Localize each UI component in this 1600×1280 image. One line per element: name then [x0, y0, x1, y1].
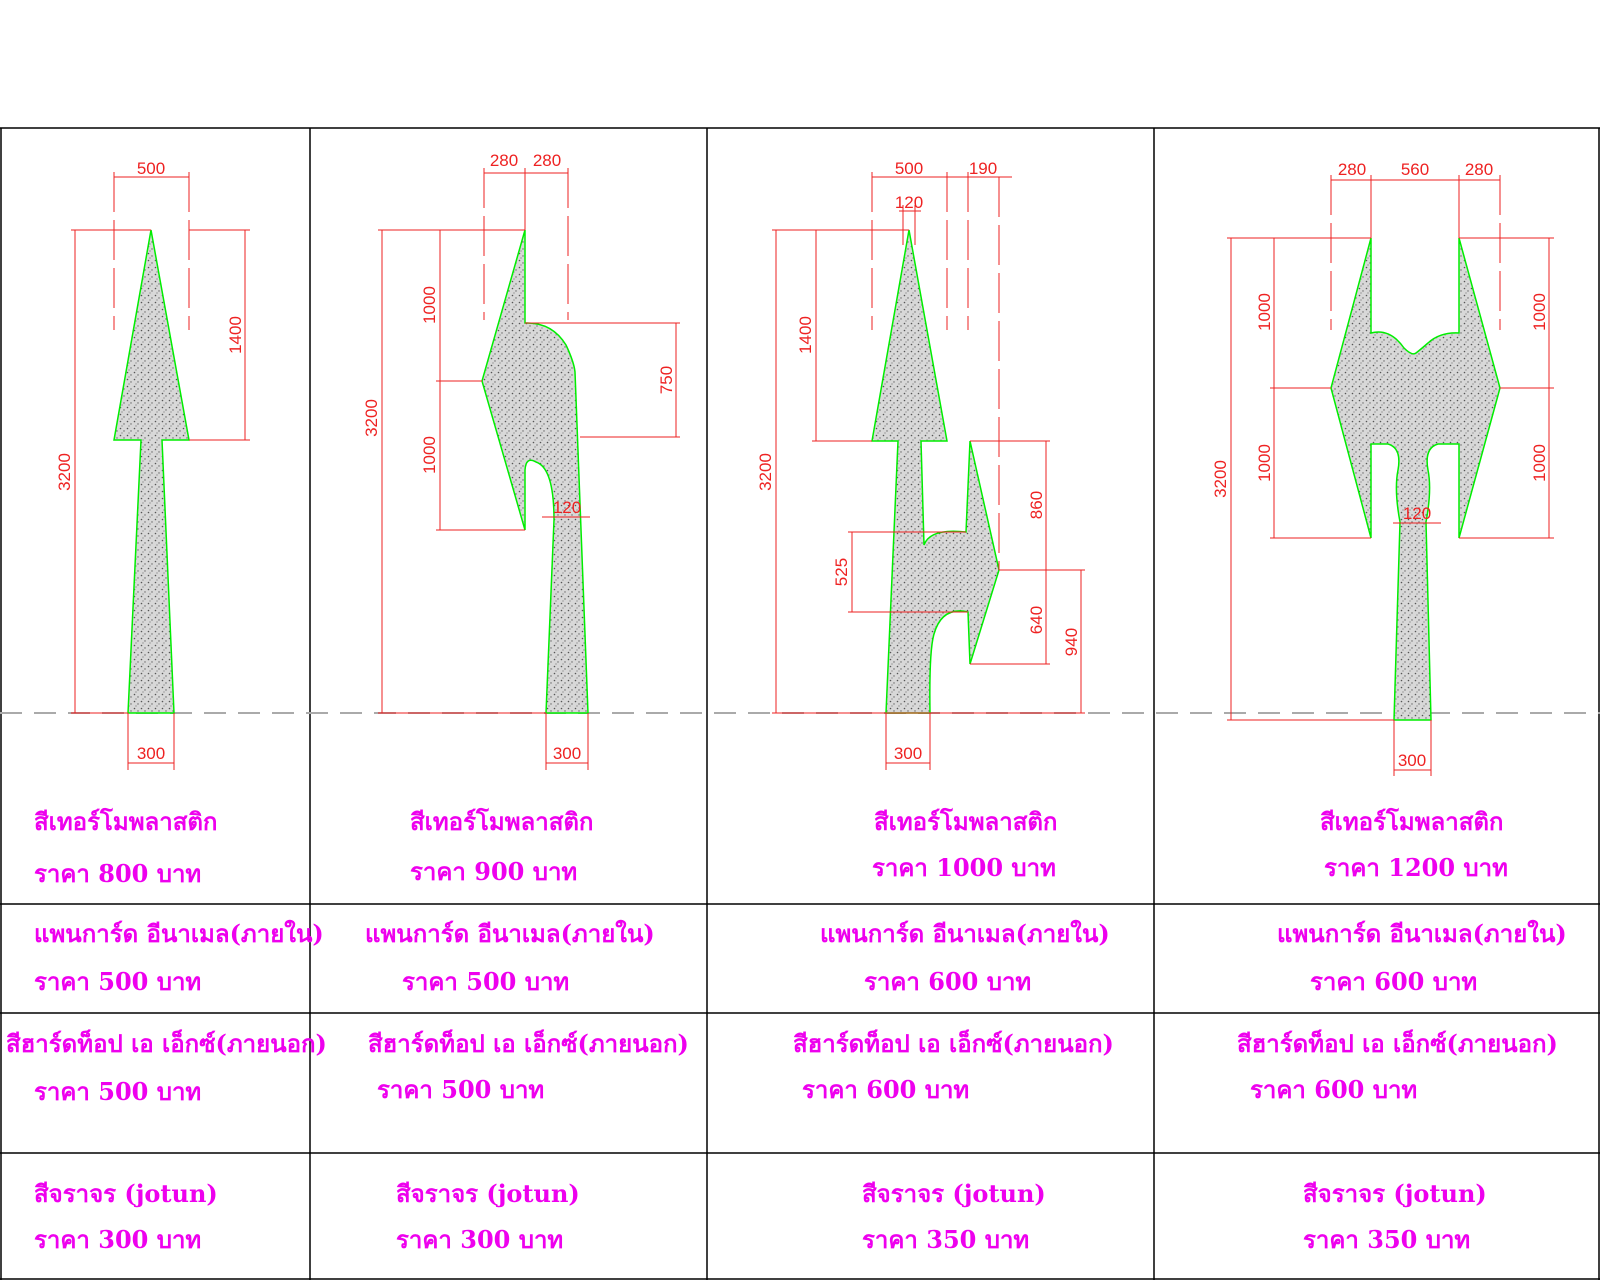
paint-label: สีเทอร์โมพลาสติก	[410, 807, 594, 836]
price-label: ราคา 1000 บาท	[872, 853, 1056, 882]
paint-label: สีจราจร (jotun)	[396, 1179, 580, 1208]
dim-label: 500	[137, 159, 165, 178]
price-label: ราคา 500 บาท	[34, 1077, 202, 1106]
dim-label: 300	[1398, 751, 1426, 770]
paint-label: สีฮาร์ดท็อป เอ เอ็กซ์(ภายนอก)	[1237, 1029, 1558, 1058]
price-label: ราคา 1200 บาท	[1324, 853, 1508, 882]
paint-label: สีเทอร์โมพลาสติก	[1320, 807, 1504, 836]
arrow-shape	[1330, 237, 1501, 721]
dim-label: 1000	[1255, 293, 1274, 331]
price-label: ราคา 300 บาท	[396, 1225, 564, 1254]
dim-label: 3200	[756, 453, 775, 491]
dim-label: 860	[1027, 491, 1046, 519]
dim-label: 940	[1062, 628, 1081, 656]
dim-label: 1000	[1255, 444, 1274, 482]
dim-label: 280	[1465, 160, 1493, 179]
price-label: ราคา 800 บาท	[34, 859, 202, 888]
dim-label: 1000	[420, 436, 439, 474]
price-label: ราคา 350 บาท	[1303, 1225, 1471, 1254]
dim-label: 280	[533, 151, 561, 170]
price-label: ราคา 600 บาท	[802, 1075, 970, 1104]
price-label: ราคา 300 บาท	[34, 1225, 202, 1254]
dim-label: 280	[490, 151, 518, 170]
dim-label: 190	[969, 159, 997, 178]
paint-label: แพนการ์ด อีนาเมล(ภายใน)	[820, 919, 1110, 948]
drawing-straight-arrow: 500 1400 3200 300	[55, 159, 250, 770]
price-label: ราคา 500 บาท	[377, 1075, 545, 1104]
paint-label: แพนการ์ด อีนาเมล(ภายใน)	[34, 919, 324, 948]
dim-label: 120	[1403, 504, 1431, 523]
paint-label: สีจราจร (jotun)	[862, 1179, 1046, 1208]
dim-label: 560	[1401, 160, 1429, 179]
paint-label: สีฮาร์ดท็อป เอ เอ็กซ์(ภายนอก)	[6, 1029, 327, 1058]
paint-label: สีเทอร์โมพลาสติก	[34, 807, 218, 836]
paint-label: สีเทอร์โมพลาสติก	[874, 807, 1058, 836]
dim-label: 640	[1027, 606, 1046, 634]
dim-label: 300	[894, 744, 922, 763]
price-label: ราคา 500 บาท	[402, 967, 570, 996]
dim-label: 300	[553, 744, 581, 763]
drawing-left-right-split-arrow: 280 560 280 1000 1000 1000 1000 3200 120…	[1211, 160, 1554, 776]
price-label: ราคา 600 บาท	[1250, 1075, 1418, 1104]
dim-label: 3200	[362, 399, 381, 437]
dim-label: 1400	[796, 316, 815, 354]
price-label: ราคา 350 บาท	[862, 1225, 1030, 1254]
paint-label: สีจราจร (jotun)	[34, 1179, 218, 1208]
dim-label: 3200	[55, 453, 74, 491]
paint-label: สีจราจร (jotun)	[1303, 1179, 1487, 1208]
dim-label: 1000	[1530, 444, 1549, 482]
dim-label: 500	[895, 159, 923, 178]
dim-label: 525	[832, 558, 851, 586]
dim-label: 1400	[226, 316, 245, 354]
paint-label: แพนการ์ด อีนาเมล(ภายใน)	[365, 919, 655, 948]
price-label: ราคา 900 บาท	[410, 857, 578, 886]
dim-label: 3200	[1211, 460, 1230, 498]
dim-label: 120	[895, 193, 923, 212]
dim-label: 120	[553, 498, 581, 517]
dim-label: 300	[137, 744, 165, 763]
table-grid	[0, 127, 1600, 1280]
price-label: ราคา 500 บาท	[34, 967, 202, 996]
dim-label: 750	[657, 366, 676, 394]
paint-label: สีฮาร์ดท็อป เอ เอ็กซ์(ภายนอก)	[793, 1029, 1114, 1058]
arrow-shape	[113, 229, 190, 714]
dim-label: 280	[1338, 160, 1366, 179]
paint-label: สีฮาร์ดท็อป เอ เอ็กซ์(ภายนอก)	[368, 1029, 689, 1058]
paint-label: แพนการ์ด อีนาเมล(ภายใน)	[1277, 919, 1567, 948]
price-label: ราคา 600 บาท	[1310, 967, 1478, 996]
drawing-straight-right-split-arrow: 500 190 120 1400 3200 860 525 640 940 30…	[756, 159, 1085, 770]
drawing-straight-left-split-arrow: 280 280 1000 1000 3200 750 120 300	[362, 151, 680, 770]
arrow-shape	[871, 229, 1000, 714]
dim-label: 1000	[420, 286, 439, 324]
dim-label: 1000	[1530, 293, 1549, 331]
price-label: ราคา 600 บาท	[864, 967, 1032, 996]
arrow-shape	[481, 229, 589, 714]
